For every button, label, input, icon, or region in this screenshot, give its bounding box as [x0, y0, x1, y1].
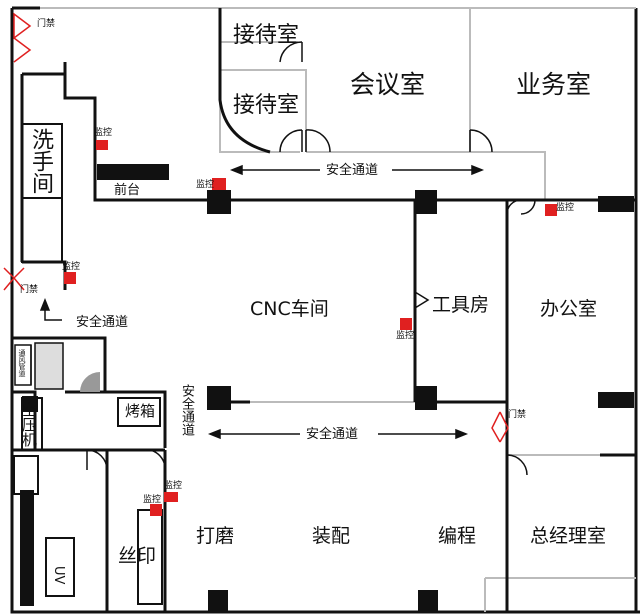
monitor-label-2: 监控: [196, 180, 215, 190]
room-label-gm-office: 总经理室: [530, 525, 607, 547]
room-label-grinding: 打磨: [196, 525, 235, 547]
room-label-front-desk: 前台: [114, 183, 141, 198]
room-label-meeting: 会议室: [350, 70, 426, 99]
washroom-stalls: [21, 123, 63, 263]
monitor-label-5: 监控: [556, 203, 575, 213]
room-label-programming: 编程: [438, 525, 477, 547]
room-label-washroom: 洗手间: [28, 128, 53, 194]
monitor-label-3: 监控: [62, 262, 81, 272]
access-label-3: 门禁: [508, 410, 527, 420]
room-label-silk-print: 丝印: [118, 545, 157, 567]
room-label-oven: 烤箱: [125, 402, 156, 420]
room-label-vent-pipe: 通风管道: [18, 349, 26, 377]
cameras: [64, 140, 557, 516]
room-label-cnc: CNC车间: [250, 298, 329, 320]
vent-door: [80, 372, 100, 392]
room-label-business: 业务室: [516, 70, 592, 99]
safe-passage-label-top: 安全通道: [326, 163, 379, 178]
door-swings: [64, 41, 536, 476]
room-label-office: 办公室: [540, 298, 598, 320]
monitor-label-7: 监控: [143, 495, 162, 505]
monitor-label-6: 监控: [164, 481, 183, 491]
room-label-reception-2: 接待室: [233, 93, 300, 118]
access-label-2: 门禁: [20, 285, 39, 295]
access-label-1: 门禁: [37, 19, 56, 29]
monitor-label-4: 监控: [396, 331, 415, 341]
columns: [20, 164, 634, 612]
room-label-assembly: 装配: [312, 525, 351, 547]
room-label-reception-1: 接待室: [233, 23, 300, 48]
access-doors: [3, 12, 509, 443]
room-label-uv: UV: [51, 566, 66, 585]
safe-passage-label-left: 安全通道: [76, 315, 129, 330]
monitor-label-1: 监控: [94, 128, 113, 138]
room-label-compressor: 空压机: [20, 402, 38, 447]
safe-passage-label-bottom: 安全通道: [306, 427, 359, 442]
vent-shaft: [14, 342, 64, 390]
room-label-tool-room: 工具房: [432, 294, 490, 316]
safe-passage-arrows: [39, 164, 485, 440]
safe-passage-label-vertical: 安全通道: [179, 384, 194, 436]
